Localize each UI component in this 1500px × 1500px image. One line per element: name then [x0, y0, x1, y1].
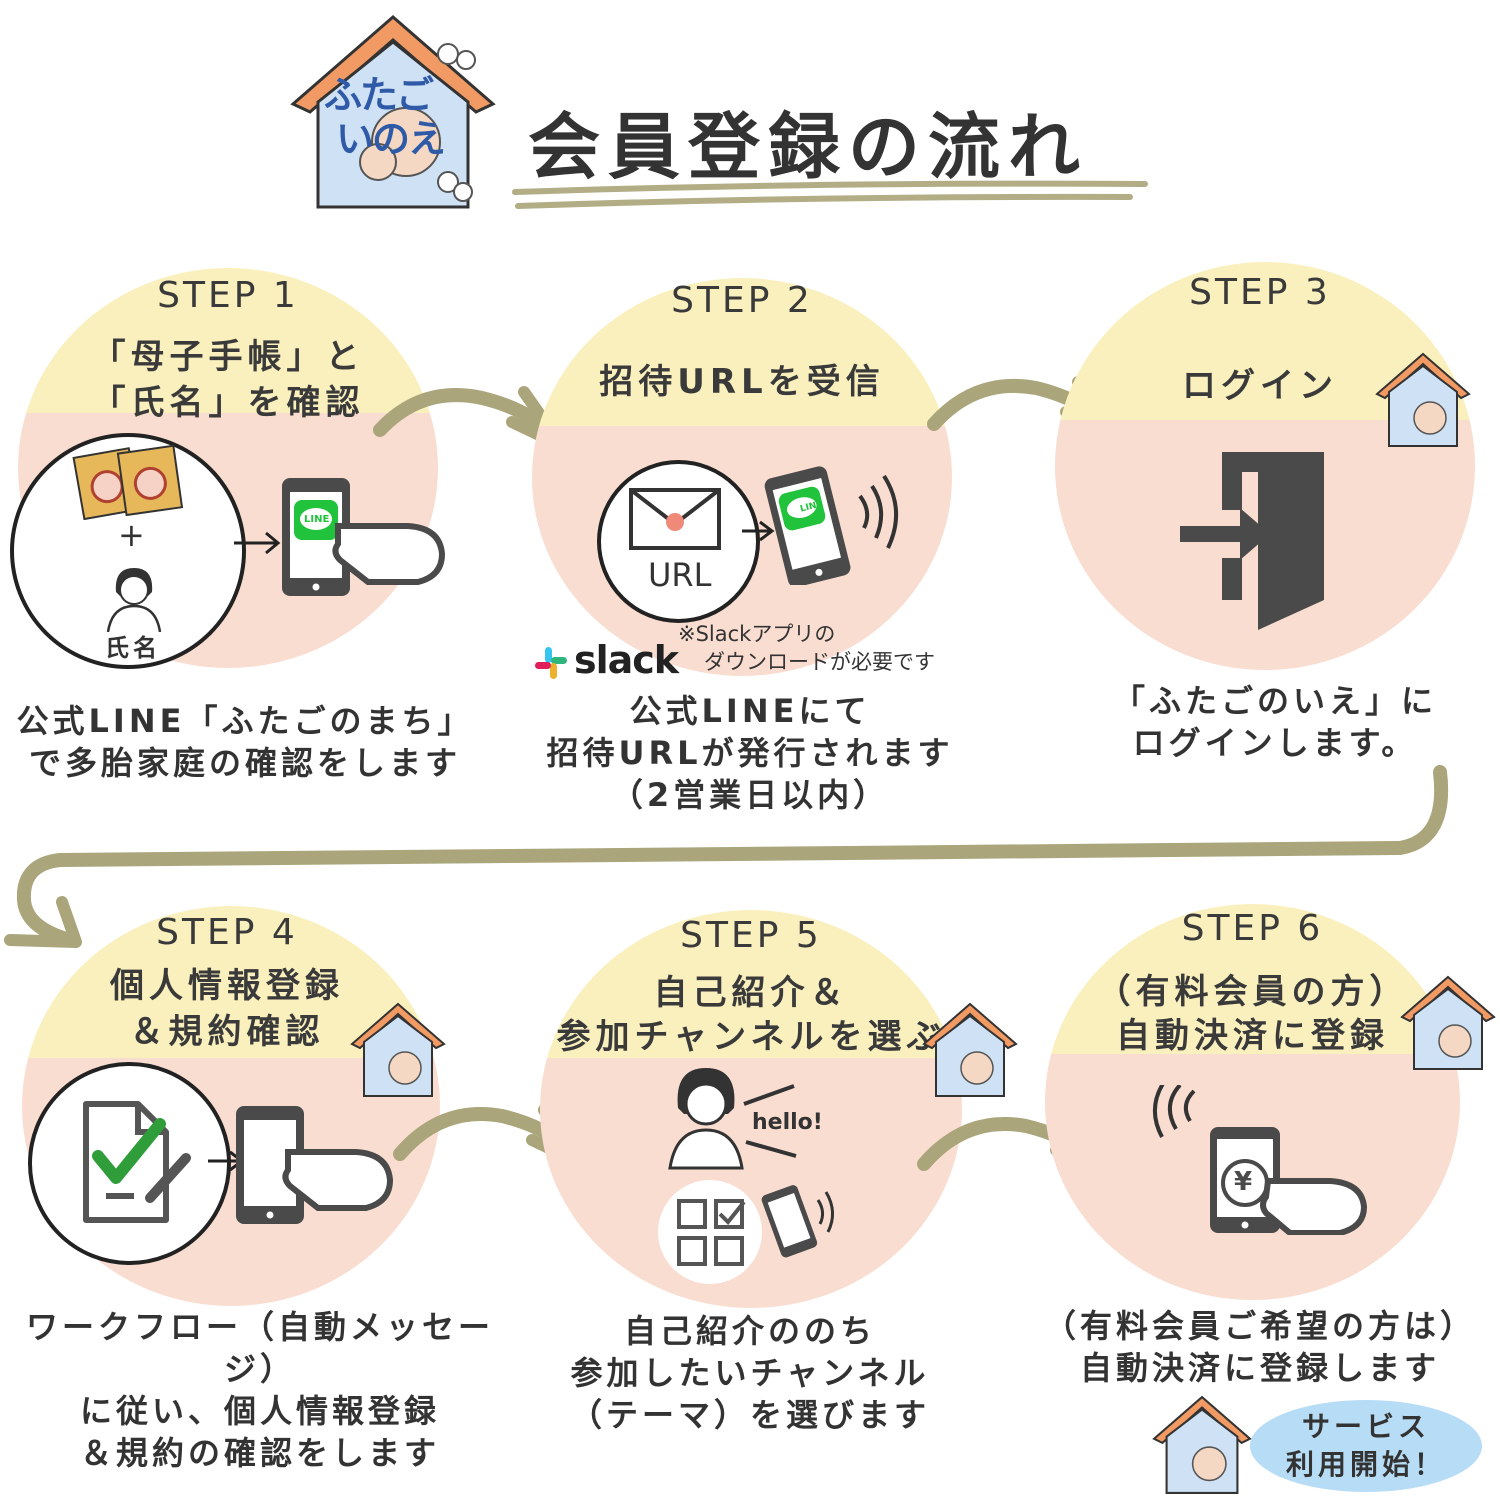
- title-underline: [510, 170, 1150, 215]
- step3-label: STEP 3: [1189, 272, 1331, 313]
- hello-speech: hello!: [752, 1110, 823, 1135]
- person-greeting-icon: [666, 1060, 746, 1170]
- step5-heading-line2: 参加チャンネルを選ぶ: [556, 1017, 946, 1057]
- step1-heading-line1: 「母子手帳」と: [91, 337, 365, 377]
- step6-description-line2: 自動決済に登録します: [1079, 1349, 1440, 1387]
- step3-header: STEP 3 ログイン: [1050, 270, 1470, 420]
- url-label: URL: [648, 556, 712, 594]
- step5-heading-line1: 自己紹介＆: [653, 973, 849, 1013]
- line-badge: LINE: [304, 514, 330, 525]
- step2-circle: [532, 278, 952, 676]
- document-check-icon: [76, 1100, 196, 1224]
- slack-note-line1: ※Slackアプリの: [678, 622, 836, 646]
- step4-heading-line1: 個人情報登録: [110, 966, 344, 1006]
- step2-description-line2: 招待URLが発行されます: [546, 734, 954, 772]
- page-title: 会員登録の流れ: [528, 105, 1089, 189]
- step5-description-line3: （テーマ）を選びます: [569, 1396, 930, 1434]
- step2-description: 公式LINEにて 招待URLが発行されます （2営業日以内）: [520, 690, 980, 816]
- service-start-line2: 利用開始！: [1285, 1448, 1446, 1481]
- step4-description-line1: ワークフロー（自動メッセージ）: [25, 1308, 494, 1388]
- login-door-icon: [1178, 450, 1328, 632]
- step6-payment-icon: ¥: [1150, 1085, 1370, 1235]
- step4-label: STEP 4: [156, 912, 298, 953]
- step1-label: STEP 1: [157, 275, 299, 316]
- slack-note-line2: ダウンロードが必要です: [704, 650, 935, 674]
- step6-label: STEP 6: [1181, 908, 1324, 949]
- step4-header: STEP 4 個人情報登録 ＆規約確認: [22, 912, 432, 1062]
- step6-heading-line1: （有料会員の方）: [1096, 972, 1409, 1012]
- person-icon: [104, 562, 164, 632]
- name-label: 氏名: [105, 634, 161, 662]
- step1-header: STEP 1 「母子手帳」と 「氏名」を確認: [18, 275, 438, 425]
- step6-description-line1: （有料会員ご希望の方は）: [1043, 1307, 1476, 1345]
- step4-phone-icon: [234, 1104, 394, 1226]
- slack-note: ※Slackアプリの ダウンロードが必要です: [678, 620, 998, 676]
- step2-heading-line1: 招待URLを受信: [599, 362, 885, 402]
- step3-heading-line1: ログイン: [1182, 366, 1338, 406]
- step4-description: ワークフロー（自動メッセージ） に従い、個人情報登録 ＆規約の確認をします: [5, 1306, 515, 1474]
- step1-pointer-icon: [232, 528, 282, 558]
- step6-logo-icon: [1400, 975, 1496, 1071]
- channel-grid-icon: [676, 1198, 746, 1268]
- service-start-line1: サービス: [1301, 1410, 1430, 1443]
- step2-description-line1: 公式LINEにて: [629, 692, 871, 730]
- step5-phone-icon: [760, 1180, 850, 1260]
- step5-description: 自己紹介ののち 参加したいチャンネル （テーマ）を選びます: [540, 1310, 960, 1436]
- header-logo: ふたご いのえ: [288, 12, 498, 212]
- step5-description-line2: 参加したいチャンネル: [570, 1354, 930, 1392]
- step6-heading-line2: 自動決済に登録: [1116, 1016, 1389, 1056]
- step5-label: STEP 5: [680, 915, 822, 956]
- step1-description-line1: 公式LINE「ふたごのまち」: [16, 702, 474, 740]
- slack-wordmark: slack: [574, 638, 679, 682]
- service-start-badge: サービス 利用開始！: [1250, 1400, 1482, 1492]
- step6-description: （有料会員ご希望の方は） 自動決済に登録します: [1025, 1305, 1495, 1389]
- step1-description-line2: で多胎家庭の確認をします: [28, 744, 461, 782]
- plus-sign: +: [118, 516, 145, 554]
- step3-description: 「ふたごのいえ」に ログインします。: [1065, 680, 1485, 764]
- step4-heading-line2: ＆規約確認: [129, 1012, 325, 1052]
- logo-text-top: ふたご: [324, 73, 434, 117]
- arrow-step3-to-step4: [0, 760, 1460, 960]
- step4-description-line3: ＆規約の確認をします: [79, 1434, 440, 1472]
- step3-description-line2: ログインします。: [1132, 724, 1418, 762]
- logo-text-bottom: いのえ: [336, 117, 446, 161]
- step4-logo-icon: [350, 1002, 446, 1098]
- step6-header: STEP 6 （有料会員の方） 自動決済に登録: [1045, 908, 1460, 1058]
- greeting-lines-icon: [740, 1080, 800, 1160]
- step1-phone-icon: LINE: [278, 476, 448, 601]
- step5-logo-icon: [922, 1002, 1018, 1098]
- step5-channel-circle: [658, 1180, 762, 1284]
- step2-header: STEP 2 招待URLを受信: [532, 278, 952, 428]
- step1-description: 公式LINE「ふたごのまち」 で多胎家庭の確認をします: [10, 700, 480, 784]
- step5-description-line1: 自己紹介ののち: [623, 1312, 876, 1350]
- step3-logo-icon: [1375, 352, 1471, 448]
- step4-description-line2: に従い、個人情報登録: [79, 1392, 440, 1430]
- envelope-icon: [628, 484, 724, 554]
- slack-logo-icon: [533, 645, 569, 681]
- step1-handbook-icon: [70, 440, 190, 520]
- step3-description-line1: 「ふたごのいえ」に: [1112, 682, 1437, 720]
- yen-symbol: ¥: [1234, 1167, 1253, 1197]
- step1-heading-line2: 「氏名」を確認: [91, 383, 365, 423]
- step2-phone-icon: LINE: [760, 460, 910, 585]
- step2-description-line3: （2営業日以内）: [610, 776, 890, 814]
- step6-circle: [1045, 904, 1460, 1300]
- step2-pointer-icon: [740, 516, 776, 546]
- finale-logo-icon: [1152, 1395, 1252, 1495]
- step5-header: STEP 5 自己紹介＆ 参加チャンネルを選ぶ: [540, 915, 962, 1065]
- step2-label: STEP 2: [671, 280, 813, 321]
